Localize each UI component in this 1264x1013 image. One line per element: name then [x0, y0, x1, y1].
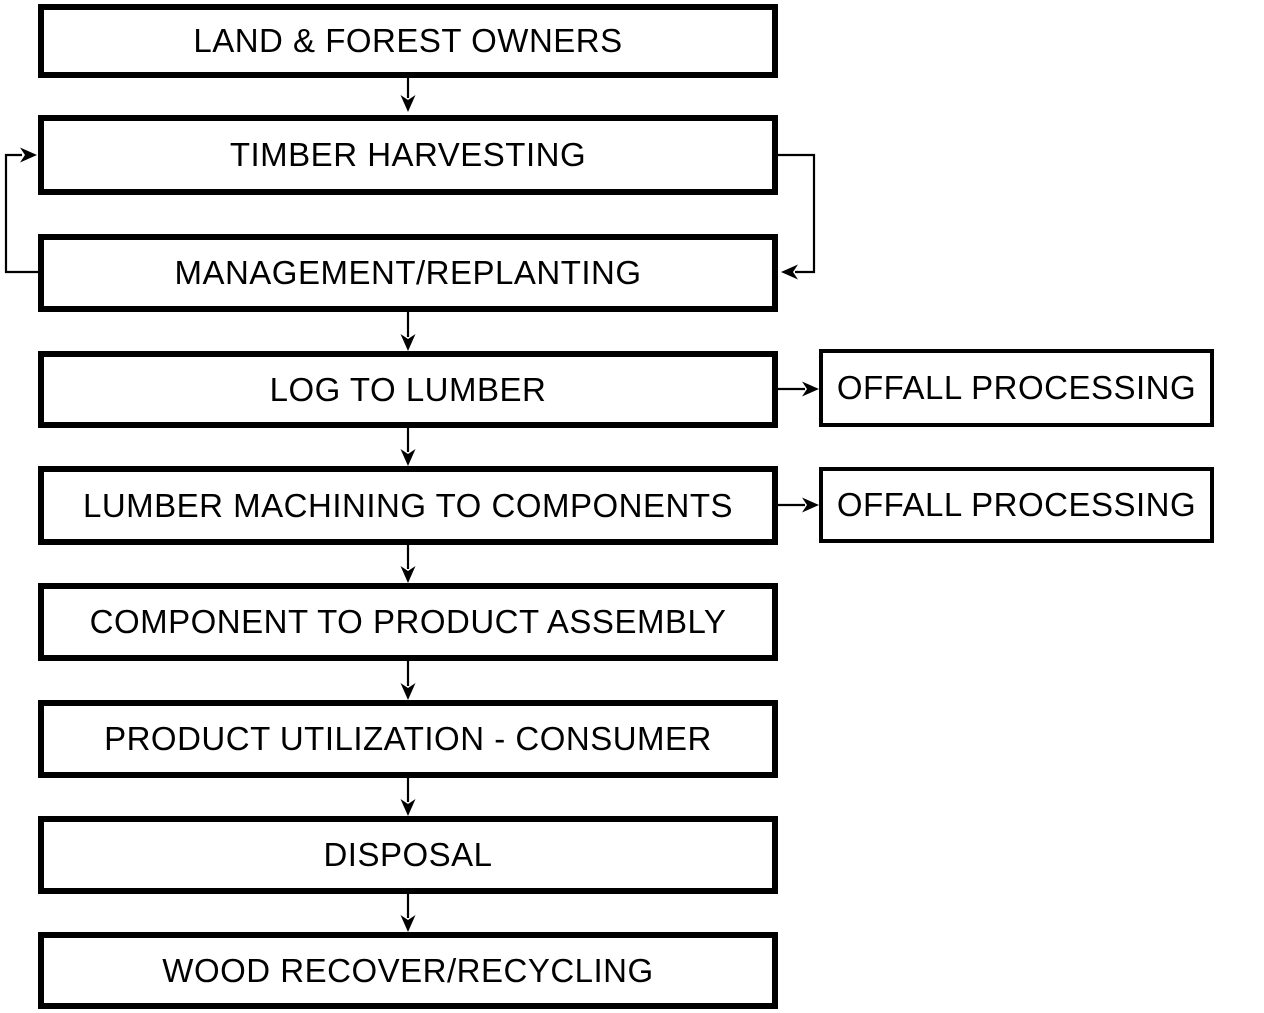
- node-wood-recover-recycling: WOOD RECOVER/RECYCLING: [38, 932, 778, 1009]
- edge-logtolumber-to-machining-arrow: [400, 428, 416, 466]
- node-management-replanting: MANAGEMENT/REPLANTING: [38, 234, 778, 312]
- node-log-to-lumber: LOG TO LUMBER: [38, 351, 778, 428]
- edge-harvesting-to-management-loop: [778, 153, 816, 280]
- edge-owners-to-harvesting-arrow: [400, 78, 416, 112]
- edge-assembly-to-utilization-arrow: [400, 661, 416, 700]
- edge-management-to-logtolumber-arrow: [400, 312, 416, 351]
- node-offall-processing-2: OFFALL PROCESSING: [819, 467, 1214, 543]
- node-disposal: DISPOSAL: [38, 816, 778, 894]
- node-offall-processing-1: OFFALL PROCESSING: [819, 349, 1214, 427]
- edge-machining-to-assembly-arrow: [400, 545, 416, 583]
- edge-disposal-to-recycling-arrow: [400, 894, 416, 932]
- node-lumber-machining-to-components: LUMBER MACHINING TO COMPONENTS: [38, 466, 778, 545]
- node-land-forest-owners: LAND & FOREST OWNERS: [38, 4, 778, 78]
- edge-machining-to-offall2-arrow: [778, 497, 819, 513]
- edge-logtolumber-to-offall1-arrow: [778, 381, 819, 397]
- node-component-to-product-assembly: COMPONENT TO PRODUCT ASSEMBLY: [38, 583, 778, 661]
- node-timber-harvesting: TIMBER HARVESTING: [38, 115, 778, 195]
- edge-management-to-harvesting-loop: [4, 147, 38, 274]
- node-product-utilization-consumer: PRODUCT UTILIZATION - CONSUMER: [38, 700, 778, 778]
- edge-utilization-to-disposal-arrow: [400, 778, 416, 816]
